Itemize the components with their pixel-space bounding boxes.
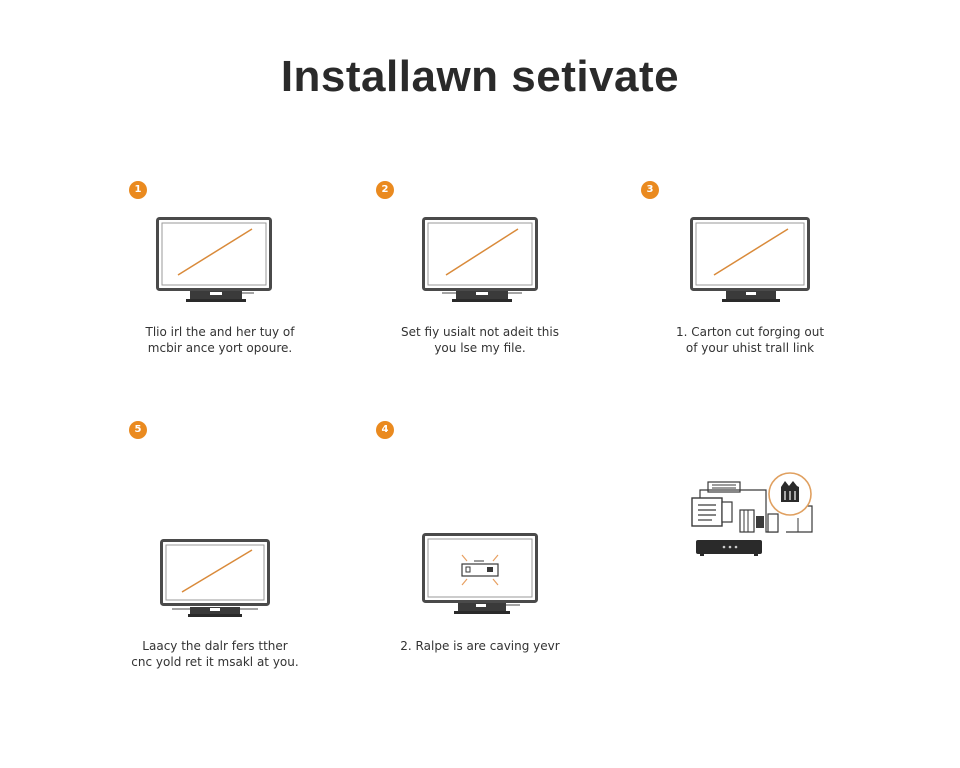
devices-connection-icon [690,470,820,566]
caption-line: Set fiy usialt not adeit this [401,325,559,339]
monitor-device-icon [422,533,540,619]
caption-line: of your uhist trall link [685,341,815,355]
step-3-badge: 3 [641,181,659,199]
caption-line: you lse my file. [434,341,526,355]
page-title: Installawn setivate [280,52,680,101]
step-1-badge: 1 [129,181,147,199]
monitor-diagonal-icon [156,217,274,303]
step-5-caption: Laacy the dalr fers tther cnc yold ret i… [115,638,315,670]
step-4-caption: 2. Ralpe is are caving yevr [380,638,580,654]
step-2-badge: 2 [376,181,394,199]
caption-line: mcbir ance yort opoure. [147,341,293,355]
caption-line: Laacy the dalr fers tther [142,639,288,653]
caption-line: cnc yold ret it msakl at you. [131,655,299,669]
step-4-badge: 4 [376,421,394,439]
step-3-caption: 1. Carton cut forging out of your uhist … [650,324,850,356]
monitor-diagonal-icon [690,217,810,303]
monitor-diagonal-icon [422,217,540,303]
step-2-caption: Set fiy usialt not adeit this you lse my… [380,324,580,356]
caption-line: 2. Ralpe is are caving yevr [400,639,560,653]
caption-line: 1. Carton cut forging out [675,325,825,339]
step-5-badge: 5 [129,421,147,439]
monitor-diagonal-icon [160,539,272,621]
step-1-caption: Tlio irl the and her tuy of mcbir ance y… [120,324,320,356]
caption-line: Tlio irl the and her tuy of [145,325,295,339]
